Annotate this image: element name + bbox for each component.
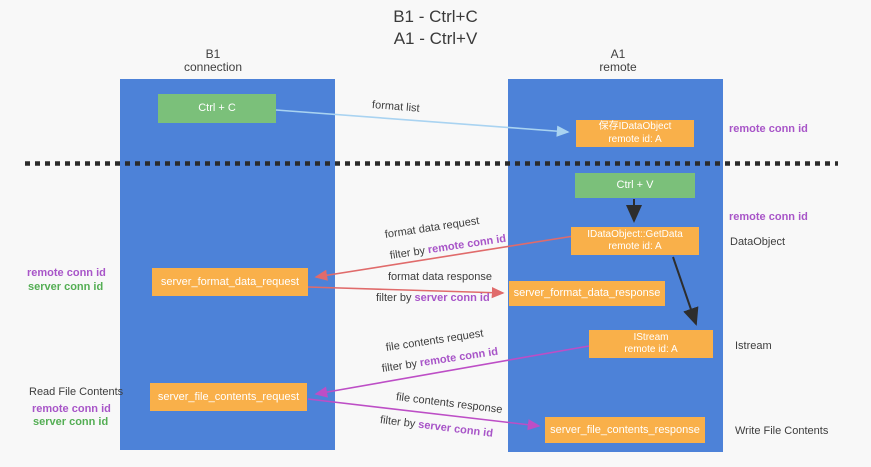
column-a1-name: A1 (610, 47, 626, 61)
server-conn-id-text: server conn id (417, 418, 494, 440)
format-data-response-label: format data response (388, 271, 492, 283)
read-file-contents-annotation: Read File Contents (29, 386, 124, 398)
file-contents-response-label: file contents response (395, 391, 504, 417)
server-format-data-response-label: server_format_data_response (513, 287, 661, 299)
title-line-1: B1 - Ctrl+C (393, 7, 478, 26)
column-a1-role: remote (599, 60, 637, 74)
ctrl-c-node: Ctrl + C (158, 94, 276, 123)
getdata-node: IDataObject::GetData remote id: A (571, 227, 699, 255)
remote-conn-id-text: remote conn id (427, 232, 507, 257)
remote-conn-id-annotation-mid-right: remote conn id (729, 211, 808, 223)
column-b1-role: connection (183, 60, 243, 74)
istream-annotation: Istream (735, 340, 772, 352)
ctrl-c-label: Ctrl + C (198, 102, 236, 114)
column-header-b1: B1 connection (153, 48, 273, 74)
getdata-line2: remote id: A (608, 241, 662, 252)
diagram-title: B1 - Ctrl+C A1 - Ctrl+V (0, 6, 871, 50)
remote-conn-id-annotation-top-right: remote conn id (729, 123, 808, 135)
remote-conn-id-annotation-left-2: remote conn id (32, 403, 111, 415)
server-format-data-request-node: server_format_data_request (152, 268, 308, 296)
ctrl-v-label: Ctrl + V (616, 179, 654, 191)
server-conn-id-annotation-left-2: server conn id (33, 416, 109, 428)
server-conn-id-text: server conn id (414, 292, 490, 304)
write-file-contents-annotation: Write File Contents (735, 425, 829, 437)
column-header-a1: A1 remote (558, 48, 678, 74)
server-file-contents-response-label: server_file_contents_response (550, 423, 700, 436)
save-dataobject-line1: 保存IDataObject (598, 121, 672, 132)
getdata-line1: IDataObject::GetData (587, 228, 683, 240)
column-b1-name: B1 (205, 47, 221, 61)
server-format-data-request-label: server_format_data_request (160, 275, 300, 288)
filter-by-text: filter by (389, 244, 426, 262)
remote-conn-id-text: remote conn id (419, 345, 499, 370)
format-list-label: format list (371, 99, 421, 115)
istream-node: IStream remote id: A (589, 330, 713, 358)
save-dataobject-node: 保存IDataObject remote id: A (576, 120, 694, 147)
filter-by-text: filter by (376, 292, 412, 304)
istream-line1: IStream (633, 331, 669, 343)
server-file-contents-request-label: server_file_contents_request (157, 390, 300, 403)
filter-by-text: filter by (381, 357, 418, 375)
server-file-contents-response-node: server_file_contents_response (545, 417, 705, 443)
istream-line2: remote id: A (624, 344, 678, 355)
remote-conn-id-annotation-left-1: remote conn id (27, 267, 106, 279)
server-format-data-response-node: server_format_data_response (509, 281, 665, 306)
ctrl-v-node: Ctrl + V (575, 173, 695, 198)
server-file-contents-request-node: server_file_contents_request (150, 383, 307, 411)
title-line-2: A1 - Ctrl+V (393, 29, 478, 48)
server-conn-id-annotation-left-1: server conn id (28, 281, 104, 293)
save-dataobject-line2: remote id: A (608, 133, 662, 145)
filter-by-text: filter by (379, 414, 416, 431)
dataobject-annotation: DataObject (730, 236, 786, 248)
